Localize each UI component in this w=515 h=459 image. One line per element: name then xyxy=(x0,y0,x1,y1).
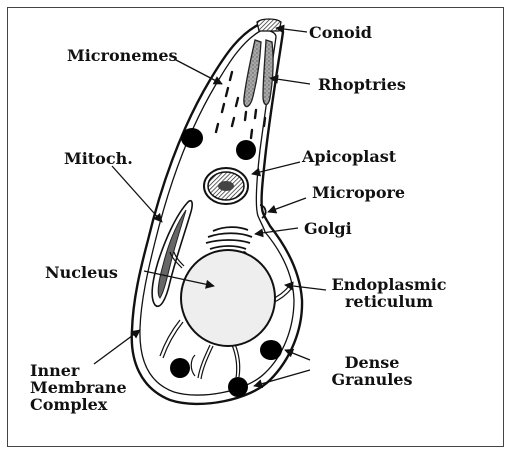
nucleus-shape xyxy=(181,250,275,346)
label-nucleus: Nucleus xyxy=(45,264,118,281)
label-micronemes: Micronemes xyxy=(67,47,178,64)
label-mitoch: Mitoch. xyxy=(64,150,133,167)
label-conoid: Conoid xyxy=(309,24,372,41)
leader-micropore xyxy=(268,198,306,212)
label-imc-line1: Inner xyxy=(30,362,127,379)
label-dense-line2: Granules xyxy=(322,371,422,388)
label-er-line1: Endoplasmic xyxy=(330,276,448,293)
apicoplast-shape xyxy=(204,168,248,204)
label-inner-membrane-complex: Inner Membrane Complex xyxy=(30,362,127,413)
label-imc-line3: Complex xyxy=(30,396,127,413)
label-er-line2: reticulum xyxy=(330,293,448,310)
label-golgi: Golgi xyxy=(304,220,352,237)
label-apicoplast: Apicoplast xyxy=(302,148,396,165)
label-endoplasmic-reticulum: Endoplasmic reticulum xyxy=(330,276,448,310)
conoid-shape xyxy=(257,19,281,31)
label-rhoptries: Rhoptries xyxy=(318,76,406,93)
label-micropore: Micropore xyxy=(312,184,405,201)
label-dense-granules: Dense Granules xyxy=(322,354,422,388)
label-dense-line1: Dense xyxy=(322,354,422,371)
leader-mitoch xyxy=(112,166,162,222)
label-imc-line2: Membrane xyxy=(30,379,127,396)
